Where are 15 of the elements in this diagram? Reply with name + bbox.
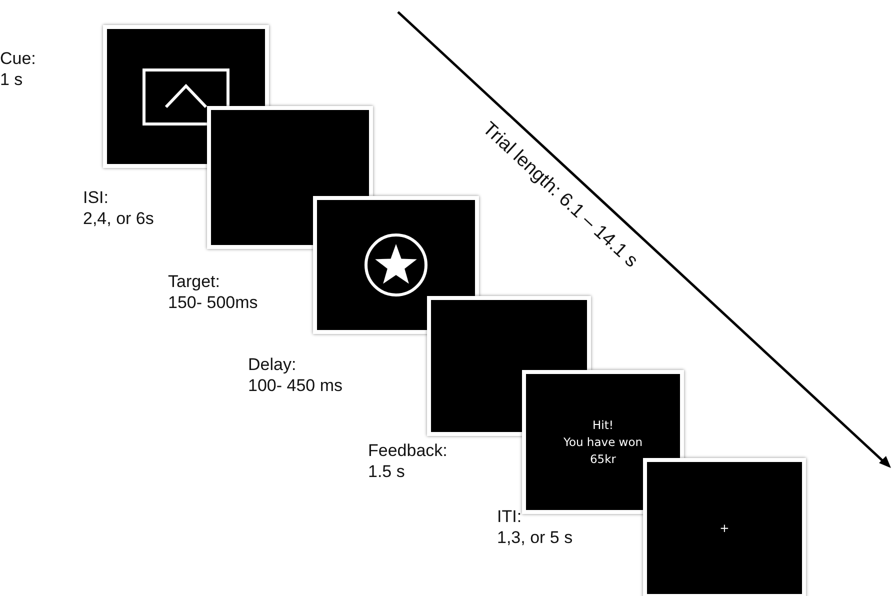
feedback-text: You have won 65kr xyxy=(562,434,644,468)
phase-label: ISI: xyxy=(83,187,109,208)
fixation-cross: + xyxy=(720,520,730,536)
phase-label: ITI: xyxy=(497,506,522,527)
duration-label: 150- 500ms xyxy=(168,292,258,313)
phase-label: Target: xyxy=(168,271,220,292)
duration-label: 1,3, or 5 s xyxy=(497,527,573,548)
phase-label: Delay: xyxy=(248,354,296,375)
duration-label: 100- 450 ms xyxy=(248,375,342,396)
phase-label: Cue: xyxy=(0,48,36,69)
feedback-text: Hit! xyxy=(592,416,614,434)
duration-label: 1 s xyxy=(0,69,23,90)
phase-label: Feedback: xyxy=(368,440,448,461)
duration-label: 1.5 s xyxy=(368,461,405,482)
duration-label: 2,4, or 6s xyxy=(83,208,154,229)
